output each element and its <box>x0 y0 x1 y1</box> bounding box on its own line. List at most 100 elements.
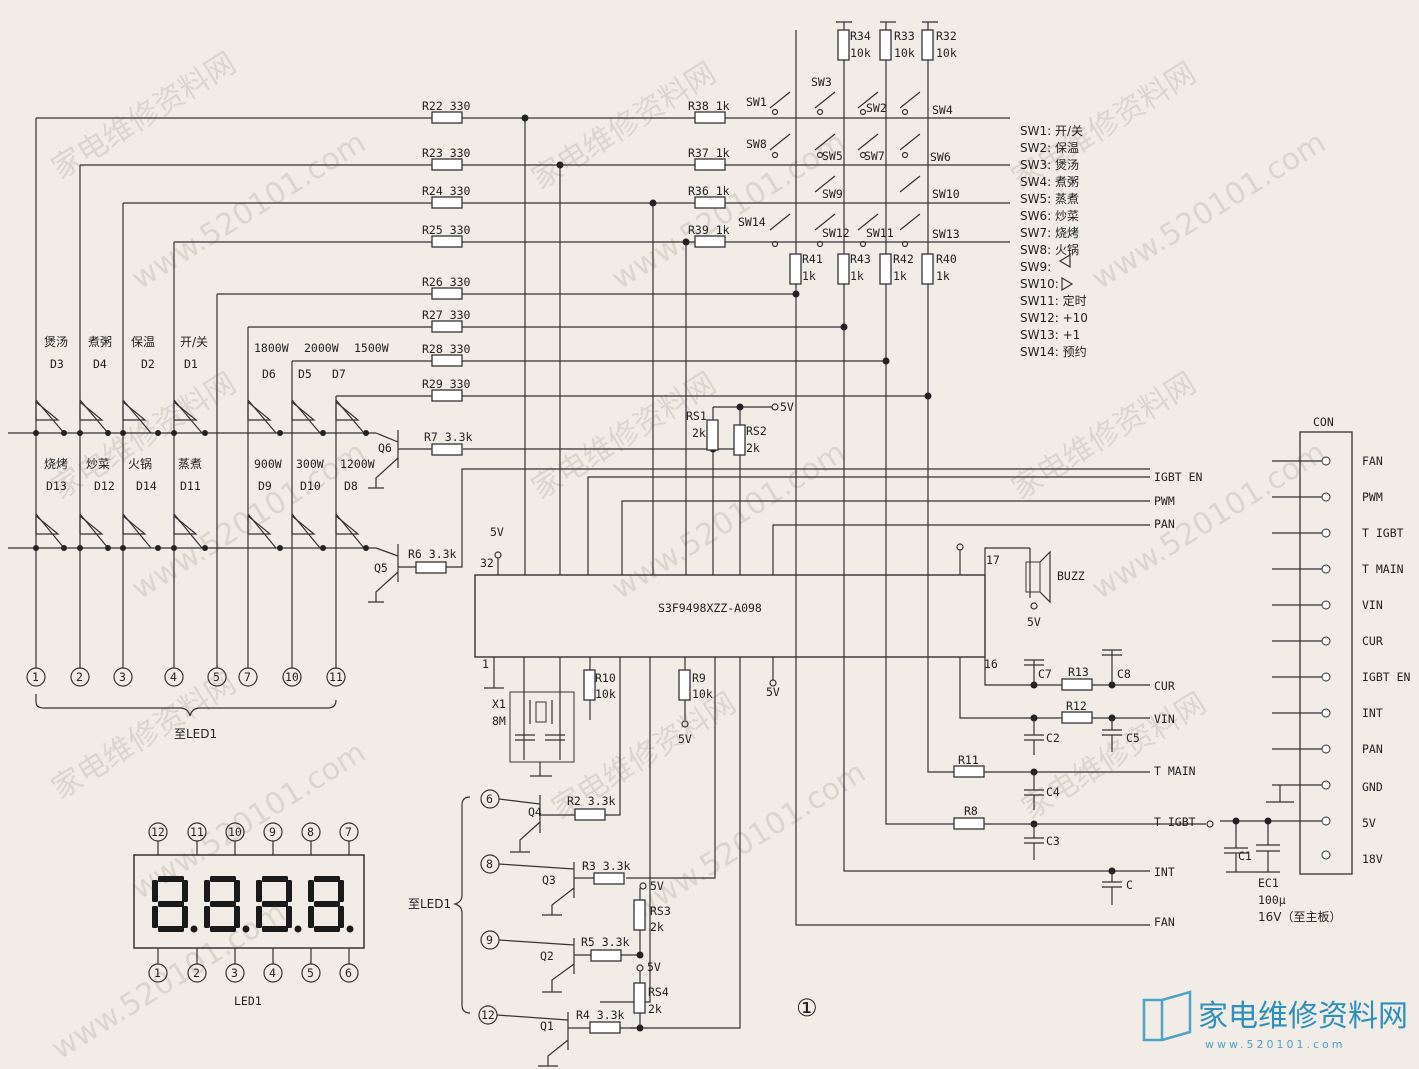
svg-text:32: 32 <box>480 556 494 570</box>
svg-text:D13: D13 <box>46 479 67 493</box>
svg-text:1k: 1k <box>850 269 864 283</box>
svg-text:16V（至主板）: 16V（至主板） <box>1258 910 1341 924</box>
svg-text:12: 12 <box>481 1008 495 1022</box>
display-decimal-point <box>294 925 302 933</box>
svg-text:SW6: SW6 <box>930 150 951 164</box>
svg-text:SW3: SW3 <box>811 75 832 89</box>
legend-sw2: SW2: 保温 <box>1020 141 1079 155</box>
svg-text:D2: D2 <box>141 357 155 371</box>
svg-text:4: 4 <box>170 670 177 684</box>
svg-text:BUZZ: BUZZ <box>1057 569 1085 583</box>
watermark-text: 家电维修资料网 <box>46 46 243 187</box>
svg-text:16: 16 <box>984 657 998 671</box>
display-segment <box>234 906 240 928</box>
svg-text:PWM: PWM <box>1362 490 1383 504</box>
svg-text:INT: INT <box>1154 865 1175 879</box>
svg-text:D4: D4 <box>93 357 107 371</box>
crystal: X1 8M <box>492 691 575 777</box>
svg-text:C4: C4 <box>1046 785 1060 799</box>
display-segment <box>204 906 210 928</box>
svg-text:SW9: SW9 <box>822 187 843 201</box>
svg-text:900W: 900W <box>254 457 282 471</box>
svg-text:CUR: CUR <box>1154 679 1175 693</box>
svg-text:R2 3.3k: R2 3.3k <box>567 794 616 808</box>
svg-text:1: 1 <box>482 657 489 671</box>
svg-text:C5: C5 <box>1126 731 1140 745</box>
watermark-text: www.520101.com <box>606 435 852 607</box>
key-matrix <box>769 21 1150 926</box>
svg-text:SW2: SW2 <box>866 101 887 115</box>
label-r22: R22 330 <box>422 99 471 113</box>
label-r27: R27 330 <box>422 308 471 322</box>
svg-text:PAN: PAN <box>1362 742 1383 756</box>
svg-text:8: 8 <box>307 825 314 839</box>
svg-text:R33: R33 <box>894 29 915 43</box>
svg-text:C1: C1 <box>1238 849 1252 863</box>
legend-sw13: SW13: +1 <box>1020 328 1080 342</box>
svg-text:3: 3 <box>231 966 238 980</box>
svg-text:RS1: RS1 <box>686 409 707 423</box>
svg-text:R12: R12 <box>1066 699 1087 713</box>
display-segment <box>210 876 236 882</box>
svg-text:火锅: 火锅 <box>128 456 152 471</box>
svg-text:至LED1: 至LED1 <box>408 897 451 911</box>
label-r29: R29 330 <box>422 377 471 391</box>
display-segment <box>256 906 262 928</box>
svg-text:至LED1: 至LED1 <box>174 727 217 741</box>
svg-text:10: 10 <box>228 825 242 839</box>
svg-text:CUR: CUR <box>1362 634 1383 648</box>
svg-text:R13: R13 <box>1068 665 1089 679</box>
svg-text:10k: 10k <box>595 687 616 701</box>
svg-text:300W: 300W <box>296 457 324 471</box>
svg-text:炒菜: 炒菜 <box>86 457 110 471</box>
led-arrays <box>33 399 369 551</box>
legend-sw12: SW12: +10 <box>1020 311 1088 325</box>
display-segment <box>210 926 236 932</box>
resistor-r36 <box>694 196 726 209</box>
svg-text:GND: GND <box>1362 780 1383 794</box>
svg-text:D8: D8 <box>344 479 358 493</box>
watermark-text: 家电维修资料网 <box>1006 366 1203 507</box>
display-segment <box>182 906 188 928</box>
svg-text:6: 6 <box>486 792 493 806</box>
svg-text:煮粥: 煮粥 <box>88 335 112 349</box>
svg-text:RS2: RS2 <box>746 424 767 438</box>
bus-resistors <box>431 111 726 402</box>
svg-text:Q6: Q6 <box>378 441 392 455</box>
legend-sw4: SW4: 煮粥 <box>1020 175 1079 189</box>
resistor-r25 <box>431 235 463 248</box>
svg-text:R6 3.3k: R6 3.3k <box>408 547 457 561</box>
svg-text:LED1: LED1 <box>234 994 262 1008</box>
mcu-chip: S3F9498XZZ-A098 32 1 17 16 5V R10 10k R9… <box>474 476 1150 1029</box>
display-segment <box>152 880 158 902</box>
svg-text:12: 12 <box>151 825 165 839</box>
svg-text:T MAIN: T MAIN <box>1362 562 1404 576</box>
display-segment <box>204 880 210 902</box>
svg-text:1k: 1k <box>936 269 950 283</box>
svg-text:2000W: 2000W <box>304 341 339 355</box>
resistor-r26 <box>431 287 463 300</box>
led1-display: 12 11 10 9 8 7 1 2 3 4 5 6 LED1 <box>133 822 365 1008</box>
legend-sw11: SW11: 定时 <box>1020 293 1087 308</box>
label-r28: R28 330 <box>422 342 471 356</box>
svg-text:5V: 5V <box>647 960 661 974</box>
svg-text:5: 5 <box>307 966 314 980</box>
label-r25: R25 330 <box>422 223 471 237</box>
svg-text:1: 1 <box>154 966 161 980</box>
resistor-r23 <box>431 158 463 171</box>
mcu-part-number: S3F9498XZZ-A098 <box>658 601 762 615</box>
svg-text:SW4: SW4 <box>932 103 953 117</box>
row-drivers: Q6 R7 3.3k Q5 R6 3.3k <box>368 430 1150 603</box>
svg-text:R5 3.3k: R5 3.3k <box>581 935 630 949</box>
svg-text:SW14: SW14 <box>738 215 766 229</box>
led-connector-pins: 1 2 3 4 5 7 10 11 至LED1 <box>26 667 346 741</box>
resistor-r29 <box>431 389 463 402</box>
legend-sw7: SW7: 烧烤 <box>1020 225 1079 240</box>
svg-text:SW11: SW11 <box>866 226 894 240</box>
svg-text:烧烤: 烧烤 <box>44 456 68 471</box>
display-decimal-point <box>346 925 354 933</box>
svg-text:5V: 5V <box>678 732 692 746</box>
svg-text:18V: 18V <box>1362 852 1383 866</box>
display-segment <box>308 906 314 928</box>
